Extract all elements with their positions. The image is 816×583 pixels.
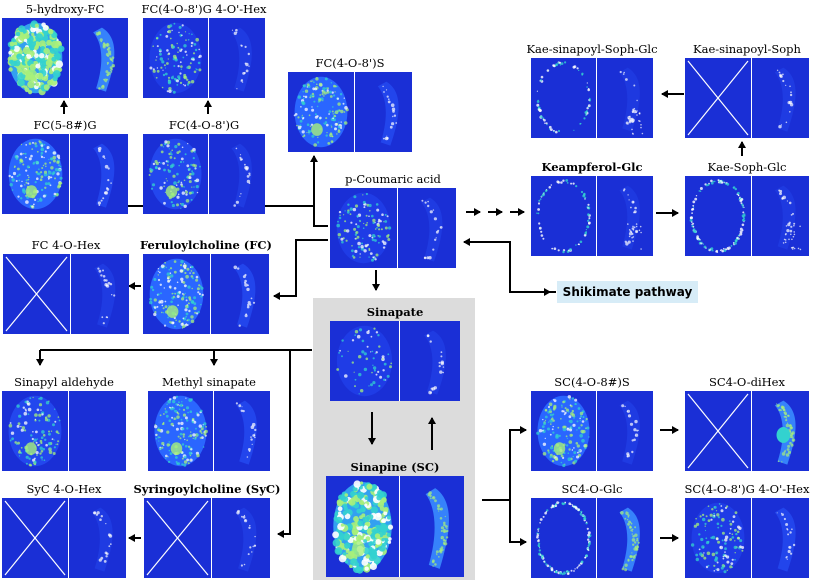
image-panel-section xyxy=(596,58,653,138)
node-kae-sin-soph-glc: Kae-sinapoyl-Soph-Glc xyxy=(526,42,658,138)
node-fc-4o-hex: FC 4-O-Hex xyxy=(3,238,129,334)
image-panel-section xyxy=(68,498,126,578)
image-panel-whole xyxy=(144,498,211,578)
image-panel-section xyxy=(208,18,265,98)
image-panel-section xyxy=(210,254,269,334)
node-label: SC(4-O-8#)S xyxy=(554,375,630,389)
image-panel-whole xyxy=(531,391,596,471)
image-panel-whole xyxy=(685,58,751,138)
image-panel-section xyxy=(751,58,809,138)
image-panel-section xyxy=(751,176,809,256)
node-fc-4o8g-4ohex: FC(4-O-8')G 4-O'-Hex xyxy=(141,2,267,98)
image-panel-whole xyxy=(3,254,70,334)
arrow-sinapine-branch-right xyxy=(482,426,527,501)
image-panel-whole xyxy=(148,391,213,471)
node-sc-4o8g-4ohex: SC(4-O-8')G 4-O'-Hex xyxy=(685,482,809,578)
node-fc-4o8s: FC(4-O-8')S xyxy=(288,56,412,152)
image-panel-whole xyxy=(685,176,751,256)
image-panel-section xyxy=(213,391,270,471)
image-panel-section xyxy=(354,72,412,152)
image-panel-section xyxy=(69,18,128,98)
node-syc-4o-hex: SyC 4-O-Hex xyxy=(2,482,126,578)
arrow-sinapine-to-sc4oglc xyxy=(509,500,527,546)
node-label: SC4-O-diHex xyxy=(709,375,785,389)
image-panel-section xyxy=(397,188,456,268)
image-panel-whole xyxy=(143,254,210,334)
image-panel-section xyxy=(68,391,126,471)
image-panel-section xyxy=(69,134,128,214)
image-panel-whole xyxy=(288,72,354,152)
image-panel-section xyxy=(751,498,809,578)
node-label: Sinapyl aldehyde xyxy=(14,375,114,389)
node-label: SC(4-O-8')G 4-O'-Hex xyxy=(684,482,810,496)
image-panel-whole xyxy=(531,176,596,256)
node-sc-4o8s: SC(4-O-8#)S xyxy=(531,375,653,471)
node-label: Methyl sinapate xyxy=(162,375,256,389)
node-label: Keampferol-Glc xyxy=(541,160,643,174)
node-feruloylcholine: Feruloylcholine (FC) xyxy=(140,238,272,334)
node-label: 5-hydroxy-FC xyxy=(25,2,105,16)
image-panel-section xyxy=(596,498,653,578)
node-hydroxy-fc: 5-hydroxy-FC xyxy=(2,2,128,98)
node-label: SC4-O-Glc xyxy=(561,482,623,496)
node-kae-soph-glc: Kae-Soph-Glc xyxy=(685,160,809,256)
node-p-coumaric: p-Coumaric acid xyxy=(330,172,456,268)
node-label: Kae-Soph-Glc xyxy=(707,160,787,174)
node-sc4-o-glc: SC4-O-Glc xyxy=(531,482,653,578)
node-label: p-Coumaric acid xyxy=(345,172,441,186)
image-panel-section xyxy=(596,391,653,471)
node-keampferol-glc: Keampferol-Glc xyxy=(531,160,653,256)
node-fc-58g: FC(5-8#)G xyxy=(2,118,128,214)
node-label: Feruloylcholine (FC) xyxy=(139,238,272,252)
node-label: SyC 4-O-Hex xyxy=(26,482,102,496)
image-panel-whole xyxy=(143,18,208,98)
node-label: FC(4-O-8')G xyxy=(168,118,240,132)
arrow-to-syringoylcholine xyxy=(277,350,291,538)
image-panel-whole xyxy=(330,188,397,268)
image-panel-whole xyxy=(2,391,68,471)
node-syringoylcholine: Syringoylcholine (SyC) xyxy=(133,482,281,578)
node-label: Sinapate xyxy=(366,305,424,319)
image-panel-whole xyxy=(326,476,399,577)
node-label: FC(5-8#)G xyxy=(33,118,97,132)
node-label: Kae-sinapoyl-Soph-Glc xyxy=(526,42,658,56)
node-sinapate: Sinapate xyxy=(330,305,460,401)
image-panel-section xyxy=(211,498,270,578)
node-label: Sinapine (SC) xyxy=(350,460,440,474)
shikimate-pathway-label: Shikimate pathway xyxy=(557,281,698,303)
image-panel-section xyxy=(399,476,464,577)
node-fc-4o8g: FC(4-O-8')G xyxy=(143,118,265,214)
node-label: Kae-sinapoyl-Soph xyxy=(693,42,801,56)
node-label: FC(4-O-8')S xyxy=(315,56,385,70)
node-label: Syringoylcholine (SyC) xyxy=(133,482,281,496)
image-panel-whole xyxy=(685,498,751,578)
image-panel-whole xyxy=(685,391,751,471)
node-sc4-o-dihex: SC4-O-diHex xyxy=(685,375,809,471)
node-methyl-sinapate: Methyl sinapate xyxy=(148,375,270,471)
image-panel-section xyxy=(70,254,129,334)
node-label: FC 4-O-Hex xyxy=(31,238,101,252)
image-panel-whole xyxy=(531,498,596,578)
image-panel-whole xyxy=(2,134,69,214)
image-panel-section xyxy=(208,134,265,214)
image-panel-whole xyxy=(2,18,69,98)
node-label: FC(4-O-8')G 4-O'-Hex xyxy=(141,2,267,16)
image-panel-section xyxy=(596,176,653,256)
node-sinapine: Sinapine (SC) xyxy=(326,460,464,577)
arrow-pcoumaric-to-feruloylcholine xyxy=(273,239,328,300)
image-panel-section xyxy=(399,321,460,401)
image-panel-whole xyxy=(2,498,68,578)
image-panel-whole xyxy=(330,321,399,401)
image-panel-section xyxy=(751,391,809,471)
image-panel-whole xyxy=(143,134,208,214)
node-sinapyl-aldehyde: Sinapyl aldehyde xyxy=(2,375,126,471)
image-panel-whole xyxy=(531,58,596,138)
node-kae-sin-soph: Kae-sinapoyl-Soph xyxy=(685,42,809,138)
